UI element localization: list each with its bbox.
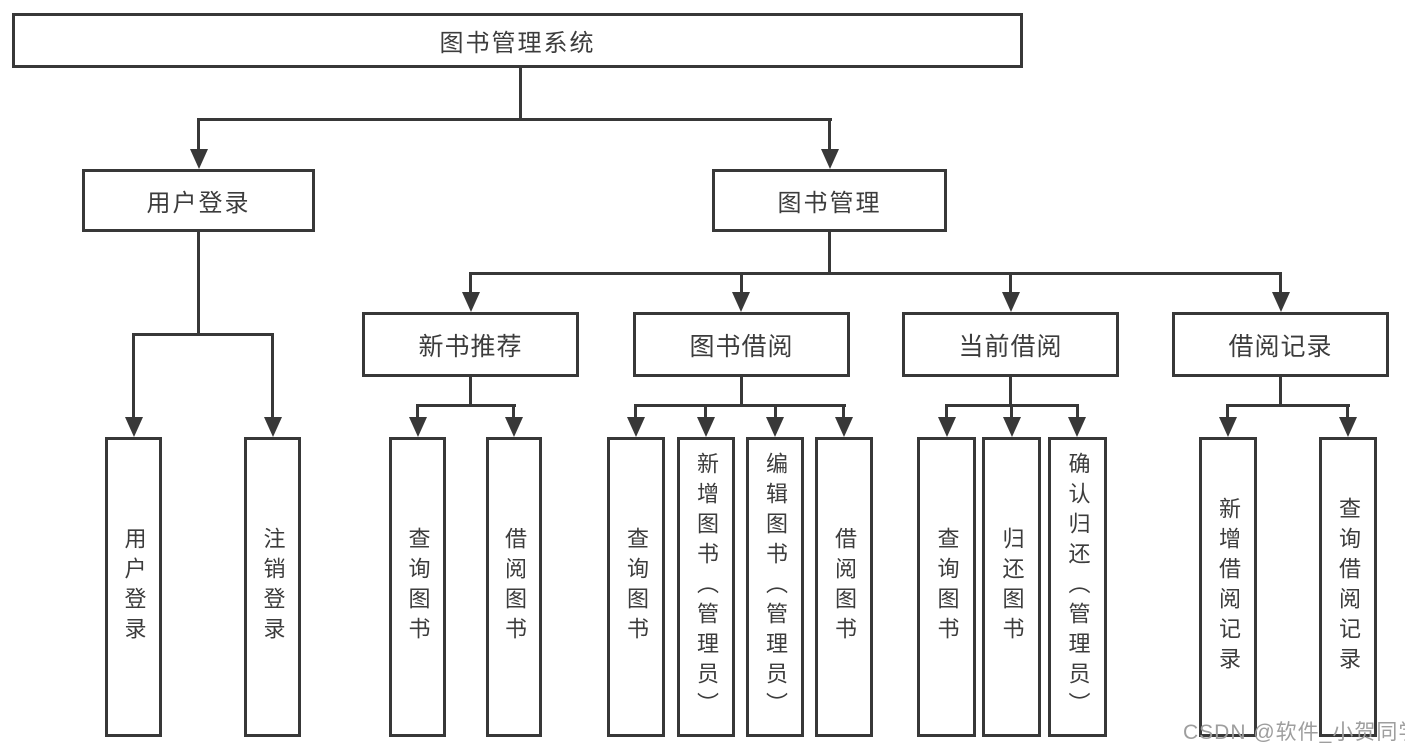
leaf-query-books-current: 查询图书 [917,437,976,737]
leaf-query-books-borrowing: 查询图书 [607,437,665,737]
connector-line [469,272,472,294]
connector-line [197,230,200,336]
arrowhead-down-icon [821,149,839,169]
arrowhead-down-icon [505,417,523,437]
node-book-management: 图书管理 [712,169,947,232]
connector-line [469,375,472,407]
leaf-edit-books-admin: 编辑图书（管理员） [746,437,804,737]
leaf-label: 查询图书 [624,527,649,647]
node-current-borrowing: 当前借阅 [902,312,1119,377]
arrowhead-down-icon [190,149,208,169]
node-current-borrowing-label: 当前借阅 [958,332,1063,361]
connector-line [1346,404,1349,419]
connector-line [469,272,1282,275]
node-book-management-label: 图书管理 [777,190,882,217]
connector-line [774,404,777,419]
arrowhead-down-icon [938,417,956,437]
connector-line [1009,272,1012,294]
arrowhead-down-icon [627,417,645,437]
connector-line [512,404,515,419]
node-user-login-label: 用户登录 [146,190,251,217]
node-book-borrowing-label: 图书借阅 [689,332,794,361]
connector-line [740,272,743,294]
node-new-book-recommend-label: 新书推荐 [418,332,523,361]
arrowhead-down-icon [1002,292,1020,312]
connector-line [945,404,948,419]
leaf-label: 新增借阅记录 [1216,497,1241,677]
leaf-label: 查询借阅记录 [1336,497,1361,677]
node-book-borrowing: 图书借阅 [633,312,850,377]
leaf-borrow-books-recommend: 借阅图书 [486,437,542,737]
arrowhead-down-icon [1003,417,1021,437]
arrowhead-down-icon [697,417,715,437]
arrowhead-down-icon [409,417,427,437]
connector-line [197,118,200,151]
node-user-login: 用户登录 [82,169,315,232]
arrowhead-down-icon [1219,417,1237,437]
connector-line [740,375,743,407]
leaf-logout: 注销登录 [244,437,301,737]
leaf-label: 新增图书（管理员） [694,452,719,722]
connector-line [634,404,637,419]
leaf-query-books-recommend: 查询图书 [389,437,446,737]
connector-line [1226,404,1229,419]
node-new-book-recommend: 新书推荐 [362,312,579,377]
connector-line [416,404,516,407]
node-borrow-records: 借阅记录 [1172,312,1389,377]
arrowhead-down-icon [1272,292,1290,312]
node-library-system-label: 图书管理系统 [439,30,596,57]
connector-line [828,230,831,275]
leaf-label: 编辑图书（管理员） [763,452,788,722]
connector-line [1009,375,1012,407]
connector-line [271,333,274,417]
leaf-label: 查询图书 [934,527,960,647]
connector-line [132,333,274,336]
leaf-return-books: 归还图书 [982,437,1041,737]
node-borrow-records-label: 借阅记录 [1228,332,1333,361]
leaf-borrow-books: 借阅图书 [815,437,873,737]
arrowhead-down-icon [264,417,282,437]
connector-line [842,404,845,419]
connector-line [828,118,831,151]
leaf-label: 注销登录 [260,527,286,647]
csdn-watermark: CSDN @软件_小贺同学 [1183,721,1405,744]
connector-line [1226,404,1350,407]
node-library-system: 图书管理系统 [12,13,1023,68]
leaf-label: 借阅图书 [502,527,527,647]
connector-line [1076,404,1079,419]
arrowhead-down-icon [1339,417,1357,437]
connector-line [634,404,846,407]
connector-line [1010,404,1013,419]
connector-line [1279,272,1282,294]
leaf-add-borrow-record: 新增借阅记录 [1199,437,1257,737]
connector-line [132,333,135,417]
leaf-confirm-return-admin: 确认归还（管理员） [1048,437,1107,737]
connector-line [416,404,419,419]
leaf-label: 用户登录 [121,527,147,647]
leaf-label: 确认归还（管理员） [1065,452,1091,722]
arrowhead-down-icon [462,292,480,312]
leaf-add-books-admin: 新增图书（管理员） [677,437,735,737]
leaf-label: 借阅图书 [832,527,857,647]
leaf-label: 查询图书 [405,527,431,647]
connector-line [197,118,832,121]
leaf-user-login: 用户登录 [105,437,162,737]
connector-line [1279,375,1282,407]
arrowhead-down-icon [766,417,784,437]
connector-line [519,66,522,120]
arrowhead-down-icon [1068,417,1086,437]
arrowhead-down-icon [835,417,853,437]
leaf-label: 归还图书 [999,527,1025,647]
arrowhead-down-icon [125,417,143,437]
connector-line [704,404,707,419]
leaf-query-borrow-record: 查询借阅记录 [1319,437,1377,737]
arrowhead-down-icon [732,292,750,312]
